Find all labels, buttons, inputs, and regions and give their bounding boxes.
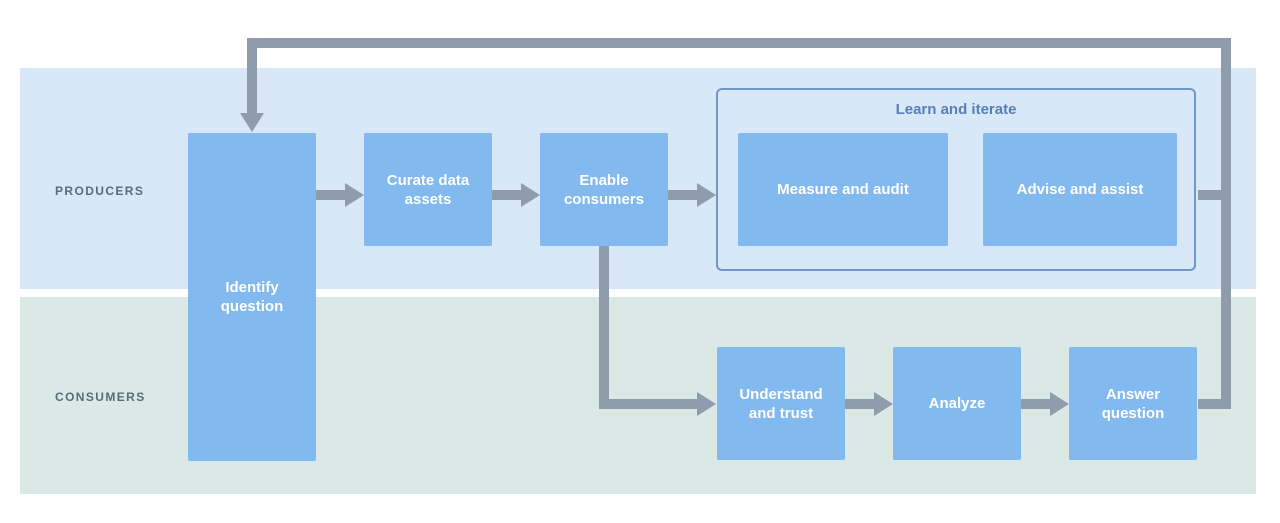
curate-data-assets-step: Curate data assets xyxy=(364,133,492,246)
consumers-lane-label: CONSUMERS xyxy=(55,390,146,404)
identify-to-curate-arrowhead xyxy=(345,183,364,207)
analyze-step: Analyze xyxy=(893,347,1021,460)
learn-and-iterate-group: Learn and iterate xyxy=(716,88,1196,271)
curate-to-enable-arrowhead xyxy=(521,183,540,207)
loop-arrowhead xyxy=(240,113,264,132)
understand-and-trust-step: Understand and trust xyxy=(717,347,845,460)
measure-and-audit-step: Measure and audit xyxy=(738,133,948,246)
enable-consumers-step: Enable consumers xyxy=(540,133,668,246)
enable-to-group-arrowhead xyxy=(697,183,716,207)
learn-and-iterate-title: Learn and iterate xyxy=(895,101,1017,118)
enable-to-understand-line xyxy=(599,246,698,409)
advise-and-assist-step: Advise and assist xyxy=(983,133,1177,246)
identify-question-step: Identify question xyxy=(188,133,316,461)
answer-question-step: Answer question xyxy=(1069,347,1197,460)
producers-lane-label: PRODUCERS xyxy=(55,184,145,198)
understand-to-analyze-arrowhead xyxy=(874,392,893,416)
enable-to-understand-arrowhead xyxy=(697,392,716,416)
analyze-to-answer-arrowhead xyxy=(1050,392,1069,416)
loop-arrow-line xyxy=(247,38,1231,409)
